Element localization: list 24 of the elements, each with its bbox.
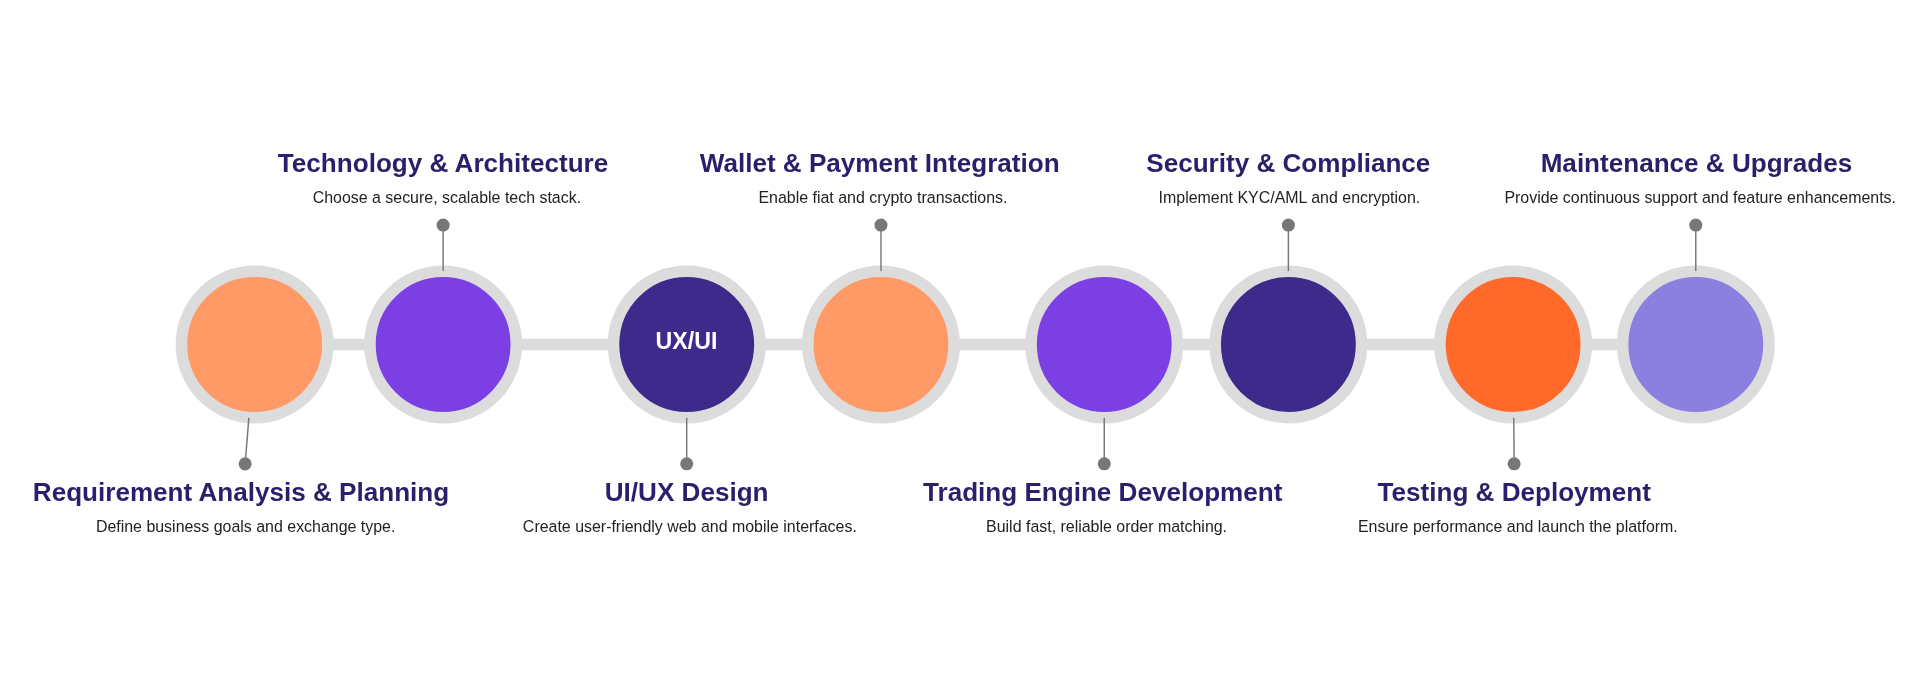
- node-text: Requirement Analysis & Planning Define business goals and exchange type.: [32, 476, 450, 535]
- connector: [1507, 416, 1521, 470]
- node-circle: [801, 264, 960, 424]
- connector: [436, 218, 450, 272]
- connector: [238, 416, 252, 470]
- node-text: Security & Compliance Implement KYC/AML and encryption.: [1146, 147, 1431, 206]
- connector: [1097, 416, 1111, 470]
- connector: [874, 218, 888, 272]
- node-circle: [1025, 264, 1184, 424]
- node-circle: [1434, 264, 1593, 424]
- node-text: Maintenance & Upgrades Provide continuous support and feature enhancements.: [1504, 147, 1897, 206]
- node-circle: [364, 264, 523, 424]
- connector: [1281, 218, 1295, 272]
- node-text: Technology & Architecture Choose a secure, scalable tech stack.: [277, 147, 609, 206]
- node-text: Trading Engine Development Build fast, reliable order matching.: [923, 476, 1283, 535]
- connector: [1689, 218, 1703, 272]
- node-text: UI/UX Design Create user-friendly web and mobile interfaces.: [522, 476, 857, 535]
- node-text: Testing & Deployment Ensure performance and launch the platform.: [1357, 476, 1678, 535]
- node-circle: UX/UI: [607, 264, 766, 424]
- node-circle: [1616, 264, 1775, 424]
- connector: [680, 416, 694, 470]
- node-text: Wallet & Payment Integration Enable fiat and crypto transactions.: [699, 147, 1060, 206]
- node-circle: [175, 264, 334, 424]
- node-circle: [1209, 264, 1368, 424]
